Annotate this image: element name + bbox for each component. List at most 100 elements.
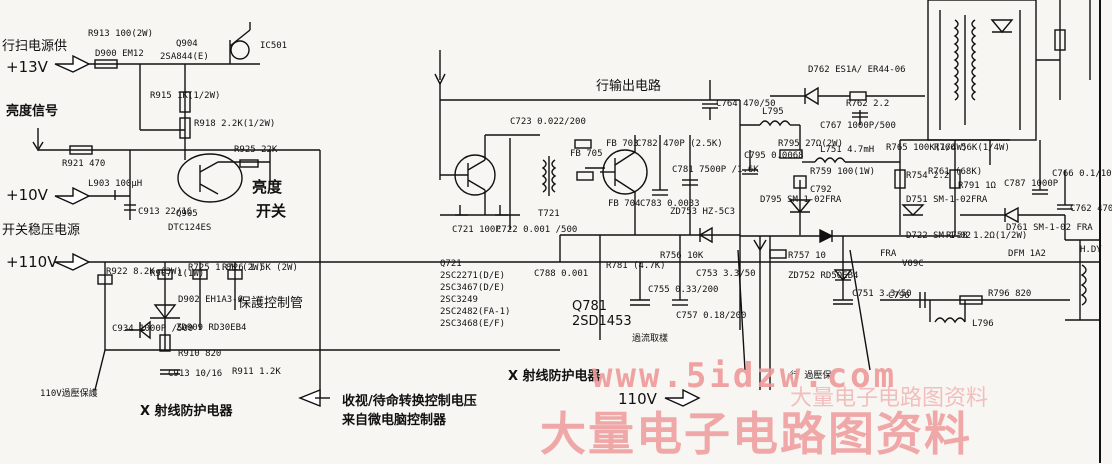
brightness-switch-label-1: 亮度 [252, 178, 283, 196]
comp-c787: C787 1000P [1004, 179, 1059, 189]
comp-d795: D795 SM-1-02FRA [760, 195, 842, 205]
comp-fb704: FB 704 [608, 199, 641, 209]
comp-r756: R756 10K [660, 251, 704, 261]
comp-fb703: FB 703 [606, 139, 639, 149]
q721-item: Q721 [440, 259, 462, 269]
brightness-signal-label: 亮度信号 [6, 104, 59, 119]
comp-d900: D900 EM12 [95, 49, 144, 59]
comp-d722: D722 SM-1-02 [906, 231, 972, 241]
comp-r910: R910 820 [178, 349, 222, 359]
xray-protect-mid-label: X 射线防护电器 [508, 369, 601, 384]
comp-c762: C762 470/25 [1070, 204, 1112, 214]
comp-r915: R915 1K(1/2W) [150, 91, 221, 101]
comp-q904: Q904 [176, 39, 198, 49]
comp-r759: R759 100(1W) [810, 167, 876, 177]
comp-r911: R911 1.2K [232, 367, 281, 377]
q721-item: 2SC3249 [440, 295, 478, 305]
comp-hdy: H.DY [1080, 245, 1102, 255]
comp-c723: C723 0.022/200 [510, 117, 586, 127]
comp-r757: R757 10 [788, 251, 826, 261]
comp-r781: R781 (4.7K) [606, 261, 666, 271]
xray-protect-left-label: X 射线防护电器 [140, 404, 233, 419]
sample-label: 過流取樣 [632, 334, 669, 344]
comp-zd753: ZD753 HZ-5C3 [670, 207, 736, 217]
comp-l751: L751 4.7mH [820, 145, 875, 155]
comp-d751: D751 SM-1-02FRA [906, 195, 988, 205]
comp-r766: R766 56K(1/4W) [934, 143, 1010, 153]
comp-c721: C721 100P [452, 225, 501, 235]
comp-r913: R913 100(2W) [88, 29, 154, 39]
comp-d762: D762 ES1A/ ER44-06 [808, 65, 906, 75]
comp-c796: C796 [888, 291, 910, 301]
comp-c788: C788 0.001 [534, 269, 589, 279]
standby-ctrl-label-2: 来自微电脑控制器 [342, 413, 447, 428]
comp-c913b: C913 10/16 [168, 369, 223, 379]
comp-c766: C766 0.1/100 [1052, 169, 1112, 179]
q721-item: 2SC3467(D/E) [440, 283, 506, 293]
comp-r726: R726 1.5K (2W) [222, 263, 298, 273]
comp-r762: R762 2.2 [846, 99, 890, 109]
watermark-url: www.5idzw.com [592, 356, 898, 396]
comp-r765: R765 100K(1/4W) [886, 143, 968, 153]
switch-reg-title: 开关稳压电源 [2, 223, 81, 238]
rail-110v-label: +110V [6, 253, 58, 271]
comp-q781-type: 2SD1453 [572, 314, 632, 329]
comp-c934: C934 1000P /500 [112, 324, 194, 334]
comp-c764: C764 470/50 [716, 99, 776, 109]
q721-item: 2SC3468(E/F) [440, 319, 506, 329]
comp-r795: R795 27Ω(2W) [778, 139, 844, 149]
comp-r922: R922 8.2K (3W) [106, 267, 182, 277]
comp-r725: R725 1.8K (2W) [188, 263, 264, 273]
comp-q905-type: DTC124ES [168, 223, 212, 233]
q721-item: 2SC2482(FA-1) [440, 307, 511, 317]
comp-r918: R918 2.2K(1/2W) [194, 119, 276, 129]
comp-q781: Q781 [572, 299, 608, 314]
comp-r925: R925 22K [234, 145, 278, 155]
comp-zd752: ZD752 RD5OEB4 [788, 271, 859, 281]
protect-tube-label: 保護控制管 [238, 296, 304, 311]
rail-110v-arrow [54, 252, 1100, 271]
comp-c783: C783 0.0033 [640, 199, 700, 209]
rail-13v-label: +13V [6, 58, 48, 76]
comp-c795: C795 0.0068 [744, 151, 804, 161]
comp-ic501: IC501 [260, 41, 288, 51]
comp-d902: D902 EH1A3-6 [178, 295, 244, 305]
comp-dfm: DFM 1A2 [1008, 249, 1046, 259]
comp-d761: D761 SM-1-02 FRA [1006, 223, 1093, 233]
comp-l796: L796 [972, 319, 994, 329]
comp-r754: R754 2.2 [906, 171, 950, 181]
comp-t721: T721 [538, 209, 560, 219]
rail-13v-arrow [54, 54, 260, 73]
comp-fra: FRA [880, 249, 897, 259]
comp-c792: C792 [810, 185, 832, 195]
q721-item: 2SC2271(D/E) [440, 271, 506, 281]
right-bottom-note: 行 過壓保 [790, 371, 832, 381]
overvoltage-protect-label: 110V過壓保護 [40, 389, 98, 399]
comp-l903: L903 100μH [88, 179, 143, 189]
comp-fb705: FB 705 [570, 149, 603, 159]
h-output-circuit-label: 行输出电路 [596, 79, 662, 94]
comp-r761: R761 (68K) [928, 167, 983, 177]
watermark-cn: 大量电子电路图资料 [540, 407, 972, 461]
comp-l795: L795 [762, 107, 784, 117]
comp-r758: R758 1.2Ω(1/2W) [946, 231, 1028, 241]
comp-r796: R796 820 [988, 289, 1032, 299]
rail-10v-label: +10V [6, 186, 48, 204]
comp-c781: C781 7500P /1.6K [672, 165, 759, 175]
comp-zd909: ZD909 RD30EB4 [176, 323, 247, 333]
rail-10v-arrow [54, 186, 130, 205]
comp-v09c: V09C [902, 259, 924, 269]
comp-c767: C767 1000P/500 [820, 121, 896, 131]
comp-r907: R907 1(1W) [150, 269, 205, 279]
standby-ctrl-label-1: 收视/待命转换控制电压 [342, 394, 477, 409]
watermark-cn-small: 大量电子电路图资料 [790, 386, 989, 411]
right-110v-label: 110V [618, 390, 657, 408]
comp-c722: C722 0.001 /500 [496, 225, 578, 235]
comp-c782: C782 470P (2.5K) [636, 139, 723, 149]
comp-c913: C913 22/16 [138, 207, 193, 217]
brightness-switch-label-2: 开关 [256, 202, 287, 220]
comp-c753: C753 3.3/50 [696, 269, 756, 279]
comp-c757: C757 0.18/200 [676, 311, 747, 321]
comp-r791: R791 1Ω [958, 181, 996, 191]
